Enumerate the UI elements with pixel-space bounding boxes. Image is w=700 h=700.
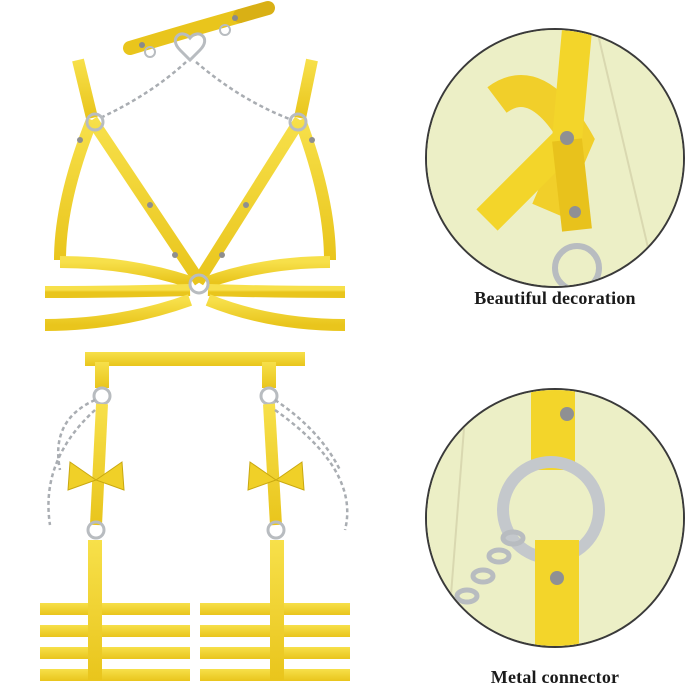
product-illustration	[40, 1, 350, 681]
callout-caption-decoration: Beautiful decoration	[474, 288, 636, 308]
bra-rivets	[77, 137, 315, 258]
garter-straps	[90, 403, 282, 526]
bra-rings	[85, 112, 308, 295]
leg-cage-right	[200, 540, 350, 681]
leg-cage-left	[40, 540, 190, 681]
harness-set-image	[40, 1, 350, 681]
bow-closeup-icon	[427, 30, 683, 286]
bra-harness	[44, 58, 346, 331]
choker	[123, 1, 275, 63]
connector-detail-circle	[425, 388, 685, 648]
callout-caption-connector: Metal connector	[490, 667, 620, 687]
garter-rings	[86, 520, 286, 540]
bow-detail-circle	[425, 28, 685, 288]
neck-chains	[99, 61, 293, 122]
hip-chains	[47, 398, 349, 531]
waist-belt	[85, 352, 305, 406]
o-ring-closeup-icon	[427, 390, 683, 646]
bows	[67, 461, 305, 491]
